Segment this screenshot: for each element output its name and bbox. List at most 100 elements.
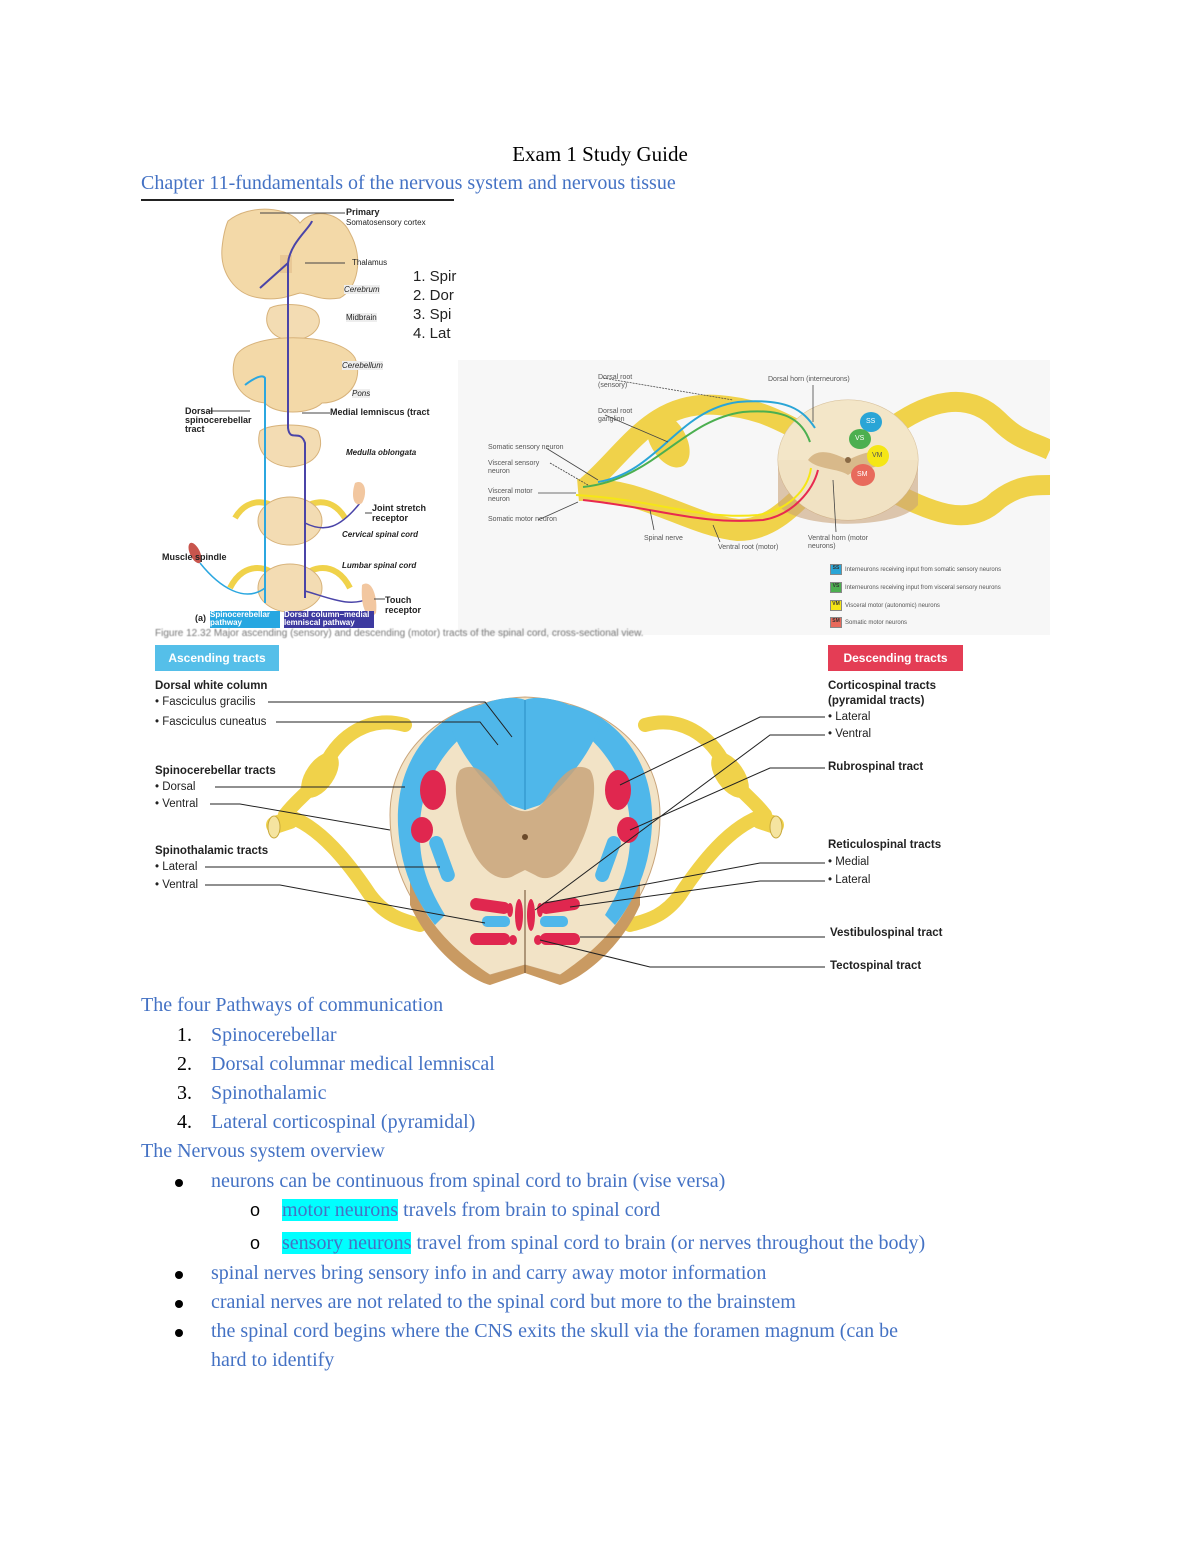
label-cs-ventral: • Ventral [828, 728, 872, 740]
region-label-vm: VM [872, 452, 883, 459]
spinal-nerve-figure: Dorsal root (sensory) Dorsal root gangli… [458, 360, 1050, 635]
overview-item: the spinal cord begins where the CNS exi… [211, 1320, 899, 1342]
figure-caption: Figure 12.32 Major ascending (sensory) a… [155, 628, 644, 639]
list-item: Dorsal columnar medical lemniscal [211, 1053, 495, 1075]
label-fasciculus-cuneatus: • Fasciculus cuneatus [155, 716, 267, 728]
region-vs [849, 429, 871, 449]
right-nerve [882, 391, 1050, 460]
label-spinal-nerve: Spinal nerve [644, 535, 683, 542]
label-cerebrum: Cerebrum [344, 285, 380, 294]
ventral-corticospinal-right [527, 899, 535, 931]
foot-shape [361, 583, 377, 616]
lateral-spinothalamic-left [429, 836, 455, 882]
label-touch-receptor: Touch receptor [385, 595, 422, 615]
ventral-corticospinal-left [515, 899, 523, 931]
region-label-ss: SS [866, 418, 876, 425]
label-cerebellum: Cerebellum [342, 361, 383, 370]
heading-underline [141, 199, 454, 201]
tectospinal-right [534, 935, 542, 945]
list-number: 2. [177, 1053, 192, 1075]
overlay-list-item: 4. Lat [413, 325, 451, 342]
circle-bullet-icon: o [250, 1233, 261, 1253]
overview-subitem: sensory neurons travel from spinal cord … [282, 1232, 925, 1255]
label-vestibulospinal: Vestibulospinal tract [830, 927, 943, 939]
legend-text: Somatic motor neurons [845, 620, 908, 627]
label-ventral-horn: Ventral horn (motor neurons) [808, 535, 868, 550]
visceral-motor-neuron-line [575, 467, 812, 517]
lateral-spinothalamic-right [595, 836, 621, 882]
lumbar-cord-shape [227, 563, 353, 613]
label-ventral-root: Ventral root (motor) [718, 544, 779, 551]
list-number: 1. [177, 1024, 192, 1046]
region-ss [860, 412, 882, 432]
label-cs-lateral: • Lateral [828, 711, 871, 723]
cerebellum-shape [232, 337, 359, 413]
somatic-sensory-neuron-line [597, 400, 816, 483]
label-fasciculus-gracilis: • Fasciculus gracilis [155, 696, 256, 708]
ascending-pathways-figure: Primary Somatosensory cortex Thalamus Ce… [150, 203, 460, 628]
label-rs-medial: • Medial [828, 856, 870, 868]
overlay-list-item: 3. Spi [413, 306, 452, 323]
overview-heading: The Nervous system overview [141, 1140, 385, 1162]
spinocerebellar-pathway-line [244, 375, 266, 603]
lateral-corticospinal-left [420, 770, 446, 810]
label-panel-a: (a) [195, 613, 206, 623]
label-thalamus: Thalamus [352, 258, 388, 267]
overview-item-continuation: hard to identify [211, 1349, 335, 1371]
legend-swatch: SM [830, 617, 842, 628]
label-visceral-sensory-neuron: Visceral sensory neuron [488, 460, 540, 475]
hand-shape [352, 482, 366, 505]
chapter-heading: Chapter 11-fundamentals of the nervous s… [141, 172, 676, 194]
list-item: Spinothalamic [211, 1082, 327, 1104]
central-canal [522, 834, 528, 840]
label-dorsal-spinocerebellar: Dorsal spinocerebellar tract [185, 406, 252, 434]
bullet-icon [175, 1300, 183, 1308]
legend-swatch: VM [830, 600, 842, 611]
label-dorsal-root-ganglion: Dorsal root ganglion [598, 408, 633, 423]
list-number: 4. [177, 1111, 192, 1133]
overlay-list-item: 2. Dor [413, 287, 454, 304]
right-spinal-nerve [623, 715, 784, 932]
label-somatosensory-cortex: Somatosensory cortex [346, 218, 426, 227]
bullet-icon [175, 1179, 183, 1187]
label-tectospinal: Tectospinal tract [830, 960, 922, 972]
left-nerve-cut-end [267, 815, 281, 839]
dorsal-column-pathway-line [287, 220, 313, 598]
lateral-corticospinal-right [605, 770, 631, 810]
cervical-cord-shape [232, 496, 348, 546]
legend-text: Interneurons receiving input from somati… [845, 567, 1002, 574]
label-cervical-spinal-cord: Cervical spinal cord [342, 530, 419, 539]
pathways-heading: The four Pathways of communication [141, 994, 444, 1016]
spinocerebellar-pathway-legend: Spinocerebellar pathway [210, 611, 280, 628]
label-rubrospinal: Rubrospinal tract [828, 761, 924, 773]
bullet-icon [175, 1329, 183, 1337]
label-st-lateral: • Lateral [155, 861, 198, 873]
label-st-ventral: • Ventral [155, 879, 199, 891]
ventral-spinothalamic-left [482, 916, 510, 927]
highlighted-term: motor neurons [282, 1199, 399, 1221]
label-spinocerebellar-tracts: Spinocerebellar tracts [155, 765, 276, 777]
region-sm [851, 464, 875, 486]
label-reticulospinal-tracts: Reticulospinal tracts [828, 839, 942, 851]
reticulospinal-left [470, 898, 510, 914]
ascending-rim-right [555, 705, 653, 925]
vestibulospinal-right [540, 933, 580, 945]
label-joint-stretch-receptor: Joint stretch receptor [372, 503, 427, 523]
label-sc-dorsal: • Dorsal [155, 781, 196, 793]
ascending-rim-left [397, 705, 495, 925]
visceral-sensory-neuron-line [582, 410, 811, 488]
cross-section-illustration [205, 696, 825, 985]
dorsal-column-pathway-legend: Dorsal column–medial lemniscal pathway [284, 611, 374, 628]
dorsal-root-nerve [578, 394, 808, 495]
label-somatic-sensory-neuron: Somatic sensory neuron [488, 444, 564, 451]
label-sc-ventral: • Ventral [155, 798, 199, 810]
label-muscle-spindle: Muscle spindle [162, 552, 227, 562]
document-title: Exam 1 Study Guide [512, 142, 688, 166]
circle-bullet-icon: o [250, 1200, 261, 1220]
legend-text: Interneurons receiving input from viscer… [845, 585, 1001, 592]
label-primary: Primary [346, 207, 380, 217]
somatic-motor-neuron-line [582, 469, 819, 522]
